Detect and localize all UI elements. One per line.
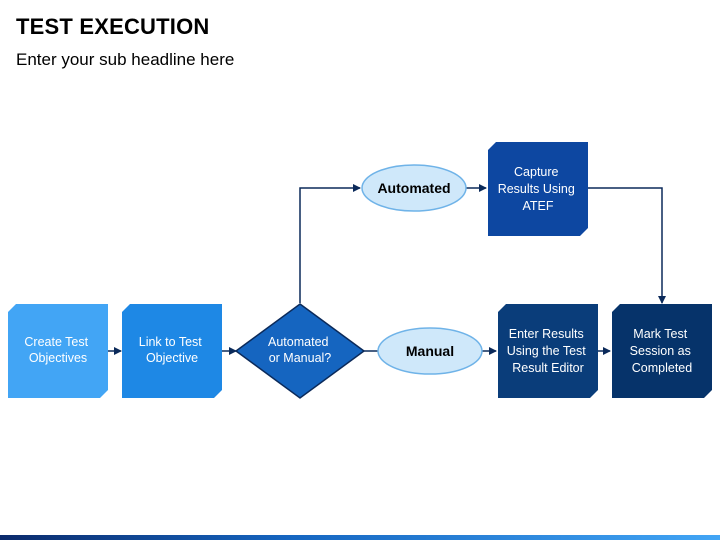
node-create-test-objectives-label: Create Test Objectives [24, 335, 91, 365]
node-enter-results-line-1: Enter Results [509, 327, 584, 341]
node-mark-test-line-2: Session as [630, 344, 691, 358]
connector-decision-to-automated [299, 184, 361, 303]
connectors [108, 184, 666, 355]
node-capture-results-line-3: ATEF [522, 199, 553, 213]
node-enter-results-line-2: Using the Test [507, 344, 587, 358]
node-mark-test: Mark Test Session as Completed [612, 304, 712, 398]
node-manual-label: Manual [406, 343, 454, 359]
node-link-to-test-objective-shape [122, 304, 222, 398]
node-capture-results-label: Capture Results Using ATEF [498, 165, 579, 213]
node-link-to-test-objective-label: Link to Test Objective [139, 335, 206, 365]
node-mark-test-shape [612, 304, 712, 398]
node-capture-results-shape [488, 142, 588, 236]
node-decision-line-1: Automated [268, 335, 329, 349]
node-automated-oval [361, 164, 467, 212]
node-create-test-objectives-line-2: Objectives [29, 351, 87, 365]
node-link-to-test-objective-line-2: Objective [146, 351, 198, 365]
bottom-accent-bar [0, 535, 720, 540]
node-decision-label: Automated or Manual? [268, 335, 332, 365]
connector-capture-to-mark [588, 187, 666, 304]
node-mark-test-line-3: Completed [632, 361, 692, 375]
node-manual-oval [377, 327, 483, 375]
node-capture-results-line-2: Results Using [498, 182, 575, 196]
node-link-to-test-objective: Link to Test Objective [122, 304, 222, 398]
node-enter-results-shape [498, 304, 598, 398]
node-create-test-objectives-shape [8, 304, 108, 398]
node-mark-test-label: Mark Test Session as Completed [630, 327, 695, 375]
node-automated: Automated [361, 164, 467, 212]
node-enter-results: Enter Results Using the Test Result Edit… [498, 304, 598, 398]
node-create-test-objectives-line-1: Create Test [24, 335, 88, 349]
node-decision-line-2: or Manual? [269, 351, 332, 365]
node-capture-results: Capture Results Using ATEF [488, 142, 588, 236]
node-manual: Manual [377, 327, 483, 375]
node-enter-results-line-3: Result Editor [512, 361, 584, 375]
node-decision-shape [234, 303, 366, 399]
node-decision: Automated or Manual? [234, 303, 366, 399]
page-title: TEST EXECUTION [16, 14, 210, 39]
node-enter-results-label: Enter Results Using the Test Result Edit… [507, 327, 589, 375]
node-automated-label: Automated [377, 180, 450, 196]
page-subtitle: Enter your sub headline here [16, 50, 235, 69]
node-link-to-test-objective-line-1: Link to Test [139, 335, 203, 349]
node-capture-results-line-1: Capture [514, 165, 559, 179]
node-create-test-objectives: Create Test Objectives [8, 304, 108, 398]
node-mark-test-line-1: Mark Test [633, 327, 687, 341]
